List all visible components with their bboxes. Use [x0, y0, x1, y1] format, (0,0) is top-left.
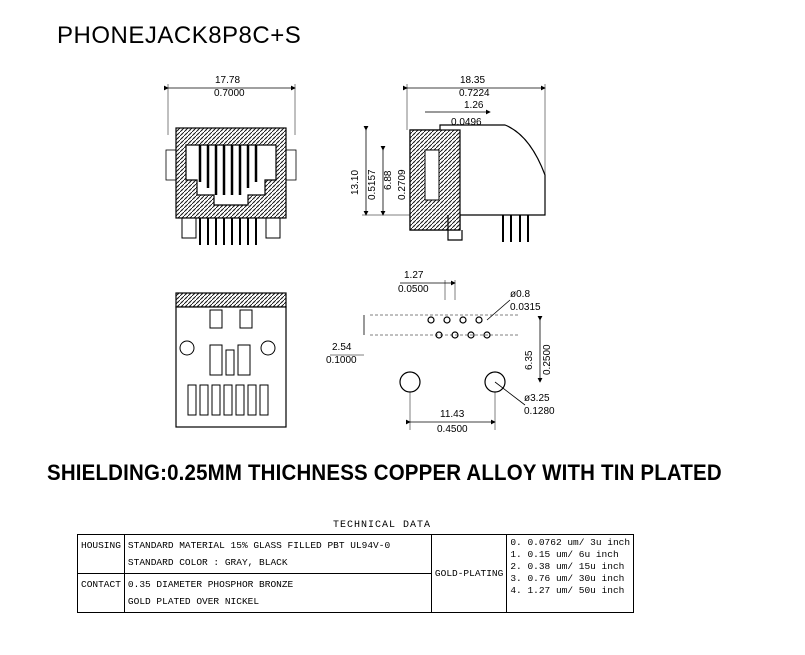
- bottom-view: [175, 292, 287, 428]
- pcb-footprint: [330, 280, 543, 430]
- plating-option: 0. 0.0762 um/ 3u inch: [510, 537, 631, 548]
- dim-pin-dia-in: 0.0315: [510, 302, 541, 313]
- dim-post-spacing-mm: 6.35: [524, 350, 535, 370]
- dim-pin-pitch-in: 0.0500: [398, 284, 429, 295]
- housing-specs: STANDARD MATERIAL 15% GLASS FILLED PBT U…: [123, 534, 432, 574]
- plating-option: 4. 1.27 um/ 50u inch: [510, 585, 625, 596]
- dim-side-depth-mm: 18.35: [460, 75, 485, 86]
- contact-label: CONTACT: [77, 573, 125, 613]
- plating-option: 2. 0.38 um/ 15u inch: [510, 561, 625, 572]
- front-view: [164, 84, 297, 245]
- dim-post-pitch-mm: 11.43: [440, 409, 465, 420]
- plating-option: 3. 0.76 um/ 30u inch: [510, 573, 625, 584]
- dim-post-dia-mm: ø3.25: [524, 393, 550, 404]
- dim-front-width-mm: 17.78: [215, 75, 240, 86]
- technical-data-table: HOUSING STANDARD MATERIAL 15% GLASS FILL…: [77, 534, 635, 613]
- dim-side-offset-mm: 1.26: [464, 100, 484, 111]
- plating-option: 1. 0.15 um/ 6u inch: [510, 549, 619, 560]
- dim-row-offset-in: 0.1000: [326, 355, 357, 366]
- technical-data-title: TECHNICAL DATA: [333, 520, 432, 531]
- housing-label: HOUSING: [77, 534, 125, 574]
- dim-post-spacing-in: 0.2500: [542, 344, 553, 375]
- dim-inner-height-mm: 6.88: [383, 170, 394, 190]
- dim-row-offset-mm: 2.54: [332, 342, 352, 353]
- dim-post-dia-in: 0.1280: [524, 406, 555, 417]
- dim-height-in: 0.5157: [367, 169, 378, 200]
- contact-specs: 0.35 DIAMETER PHOSPHOR BRONZE GOLD PLATE…: [123, 573, 432, 613]
- contact-line-2: GOLD PLATED OVER NICKEL: [127, 596, 260, 607]
- dim-inner-height-in: 0.2709: [397, 169, 408, 200]
- dim-side-offset-in: 0.0496: [451, 117, 482, 128]
- plating-label: GOLD-PLATING: [430, 534, 508, 613]
- dim-post-pitch-in: 0.4500: [437, 424, 468, 435]
- part-title: PHONEJACK8P8C+S: [57, 22, 302, 49]
- housing-line-1: STANDARD MATERIAL 15% GLASS FILLED PBT U…: [127, 540, 391, 551]
- plating-options: 0. 0.0762 um/ 3u inch 1. 0.15 um/ 6u inc…: [506, 534, 635, 613]
- dim-front-width-in: 0.7000: [214, 88, 245, 99]
- housing-line-2: STANDARD COLOR : GRAY, BLACK: [127, 557, 288, 568]
- dim-pin-pitch-mm: 1.27: [404, 270, 424, 281]
- shielding-note: SHIELDING:0.25MM THICHNESS COPPER ALLOY …: [47, 460, 722, 485]
- dim-pin-dia-mm: ø0.8: [510, 289, 530, 300]
- dim-side-depth-in: 0.7224: [459, 88, 490, 99]
- contact-line-1: 0.35 DIAMETER PHOSPHOR BRONZE: [127, 579, 294, 590]
- dim-height-mm: 13.10: [350, 170, 361, 195]
- side-view: [362, 84, 546, 242]
